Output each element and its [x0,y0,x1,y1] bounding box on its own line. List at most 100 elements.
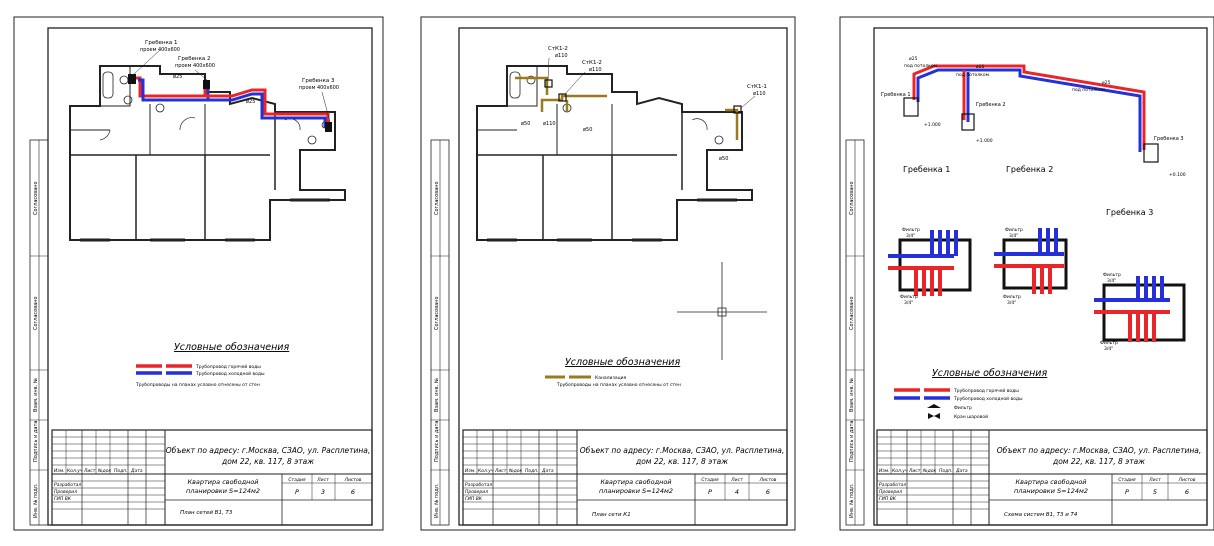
col-izm: Изм. [465,468,476,474]
manifold-3-title: Гребенка 3 [1106,208,1153,217]
stage-value: Р [708,488,712,496]
role-checker: Проверил [54,489,77,495]
legend-sheet3: Условные обозначения Трубопровод горячей… [894,368,1047,420]
filter-size-2a: 3/4" [1009,233,1018,239]
filter-size-1b: 3/4" [904,300,913,306]
iso-manifold-3-label: Гребенка 3 [1154,136,1184,142]
legend-title: Условные обозначения [174,342,289,353]
project-line2: планировки S=124м2 [1014,487,1088,495]
side-label-sign-date: Подпись и дата [434,421,440,462]
drawing-sheet-2: Согласовано Согласовано Взам. инв. № Под… [407,0,807,542]
side-label-sign-date: Подпись и дата [849,421,855,462]
manifold-2-title: Гребенка 2 [1006,165,1053,174]
legend-valve-label: Кран шаровой [954,413,988,420]
legend-sheet1: Условные обозначения Трубопровод горячей… [135,342,289,388]
project-line1: Квартира свободной [187,478,258,486]
filter-size-1a: 3/4" [906,233,915,239]
ball-valve-icon [928,413,940,419]
side-stamp: Согласовано Согласовано Взам. инв. № Под… [845,139,865,526]
side-label-inv: Взам. инв. № [434,377,440,412]
iso-manifold-2-label: Гребенка 2 [976,102,1006,108]
side-label-inv: Взам. инв. № [849,377,855,412]
legend-cold-label: Трубопровод холодной воды [953,395,1023,402]
pipe-d25-3: ø25 [1102,80,1111,86]
role-developer: Разработал [54,482,81,488]
level-2: +1.000 [976,138,993,144]
sheet-header: Лист [730,477,743,483]
role-developer: Разработал [879,482,906,488]
riser-1-diameter: ø110 [555,53,568,59]
project-line1: Квартира свободной [600,478,671,486]
side-label-orig: Инв. № подл. [33,483,39,518]
under-ceiling-2: под потолком [956,73,989,78]
col-list: Лист [908,468,921,474]
sewer-pipes [515,76,739,140]
filter-size-3b: 3/4" [1104,346,1113,352]
level-1: +1.000 [924,122,941,128]
riser-1-label: СтК1-2 [548,46,568,52]
col-doc: №док [922,468,937,474]
riser-3-symbol [733,105,742,114]
role-gip: ГИП ВК [879,496,897,502]
role-developer: Разработал [465,482,492,488]
pipe-diameter-3: ø50 [583,127,592,133]
sheets-total: 6 [1185,488,1189,496]
side-label-agreed: Согласовано [849,181,855,215]
object-address-line2: дом 22, кв. 117, 8 этаж [1052,457,1145,466]
legend-title: Условные обозначения [932,368,1047,379]
isometric-scheme [912,64,1146,152]
floor-plan [476,65,753,242]
stage-header: Стадия [1118,477,1136,483]
crosshair-cursor-icon [677,262,767,360]
filter-label-2a: Фильтр [1005,227,1023,233]
col-date: Дата [130,468,143,474]
pipe-diameter-1: ø50 [521,121,530,127]
sheet-number: 3 [321,488,325,496]
manifold-3-location: проем 400x600 [299,85,339,91]
stage-value: Р [1125,488,1129,496]
riser-3-label: СтК1-1 [747,84,767,90]
side-label-inv: Взам. инв. № [33,377,39,412]
object-address-line2: дом 22, кв. 117, 8 этаж [221,457,314,466]
side-label-sign-date: Подпись и дата [33,421,39,462]
title-block-sheet2 [462,429,788,526]
title-block-sheet2-text: Изм. Кол.уч Лист №док Подп. Дата Разрабо… [465,468,554,502]
manifold-2-symbol [203,80,210,89]
sheets-header: Листов [759,477,777,483]
object-address-line2: дом 22, кв. 117, 8 этаж [635,457,728,466]
side-stamp: Согласовано Согласовано Взам. инв. № Под… [430,139,450,526]
level-3: +0.100 [1169,172,1186,178]
col-sign: Подп. [114,468,128,474]
role-gip: ГИП ВК [465,496,483,502]
col-sign: Подп. [939,468,953,474]
col-date: Дата [541,468,554,474]
filter-label-3b: Фильтр [1100,340,1118,346]
manifold-3-detail [1094,276,1186,342]
side-label-agreed-2: Согласовано [849,296,855,330]
sheets-header: Листов [1178,477,1196,483]
legend-hot-label: Трубопровод горячей воды [953,387,1019,394]
manifold-1-title: Гребенка 1 [903,165,950,174]
side-label-agreed: Согласовано [33,181,39,215]
object-address-line1: Объект по адресу: г.Москва, СЗАО, ул. Ра… [580,446,785,455]
role-checker: Проверил [879,489,902,495]
filter-size-3a: 3/4" [1107,278,1116,284]
title-block-sheet1-text: Изм. Кол.уч Лист №док Подп. Дата Разрабо… [54,468,143,502]
col-date: Дата [955,468,968,474]
manifold-2-detail [994,228,1068,294]
filter-size-2b: 3/4" [1007,300,1016,306]
manifold-1-symbol [128,74,136,84]
col-kol: Кол.уч [67,468,83,474]
col-izm: Изм. [54,468,65,474]
under-ceiling-3: под потолком [1072,88,1105,93]
filter-label-1a: Фильтр [902,227,920,233]
legend-cold-label: Трубопровод холодной воды [195,370,265,377]
riser-2-label: СтК1-2 [582,60,602,66]
legend-title: Условные обозначения [565,357,680,368]
side-label-orig: Инв. № подл. [434,483,440,518]
sheet-number: 4 [735,488,739,496]
pipe-diameter-2: ø110 [543,121,556,127]
pipe-diameter-2: ø25 [246,99,255,105]
riser-2-symbol [558,93,567,102]
col-list: Лист [83,468,96,474]
